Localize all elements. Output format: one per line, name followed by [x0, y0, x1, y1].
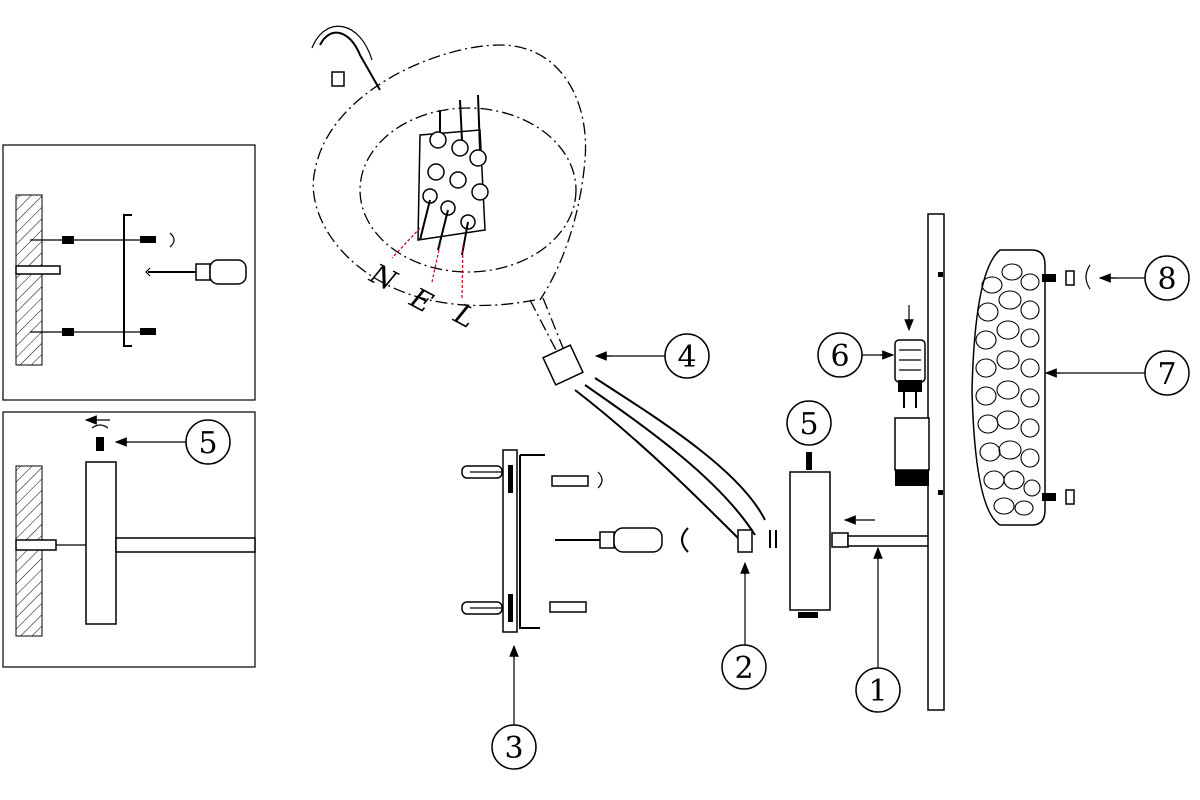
- svg-text:2: 2: [734, 651, 753, 686]
- wall-hatch: [15, 465, 43, 637]
- bracket-parts: [461, 449, 689, 730]
- svg-text:6: 6: [830, 339, 849, 374]
- wall-plug-icon: [461, 465, 503, 479]
- svg-text:7: 7: [1157, 357, 1176, 392]
- screwdriver-icon: [145, 259, 247, 285]
- screw-icon: [140, 328, 156, 335]
- cable-assembly: [542, 344, 777, 650]
- svg-text:4: 4: [677, 340, 696, 375]
- mounting-bracket-side: [123, 214, 132, 347]
- detail-outline-outer: [312, 44, 587, 307]
- callout-5-canopy: 5: [786, 400, 832, 446]
- mounting-bracket: [519, 454, 545, 629]
- canopy-cover: [789, 452, 831, 618]
- wire-label-n: N: [364, 257, 403, 299]
- callout-2: 2: [721, 644, 767, 690]
- callout-6: 6: [817, 332, 863, 378]
- callout-8: 8: [1144, 255, 1190, 301]
- lamp-shade: [971, 249, 1145, 526]
- wall-hatch: [15, 194, 43, 366]
- step-panel-top: [2, 144, 256, 401]
- svg-text:3: 3: [504, 731, 523, 766]
- callout-3: 3: [491, 724, 537, 770]
- callout-5-panel: 5: [185, 419, 231, 465]
- shade-screws: [1042, 264, 1145, 505]
- screwdriver-icon: [555, 527, 689, 553]
- svg-text:1: 1: [868, 674, 887, 709]
- back-plate: [927, 213, 945, 711]
- svg-text:5: 5: [198, 426, 217, 461]
- bulb-socket: [894, 417, 930, 471]
- callout-7: 7: [1144, 350, 1190, 396]
- base-plate-side: [85, 461, 117, 625]
- svg-text:8: 8: [1157, 262, 1176, 297]
- connector-block: [542, 344, 584, 386]
- screw-icon: [140, 232, 175, 248]
- bulb-g9: [862, 305, 930, 486]
- wall-plug-icon: [461, 601, 503, 615]
- callout-1: 1: [855, 667, 901, 713]
- wire-label-l: L: [448, 297, 481, 335]
- lamp-arm-part: [831, 515, 931, 670]
- step-panel-bottom: [2, 411, 256, 668]
- wire-label-e: E: [404, 281, 438, 320]
- svg-text:5: 5: [799, 407, 818, 442]
- wall-stud: [15, 265, 61, 275]
- detail-outline-inner: [359, 107, 577, 273]
- screw-icon: [549, 601, 587, 613]
- wiring-detail: N E L: [311, 25, 587, 351]
- screw-icon: [551, 471, 603, 489]
- lamp-arm: [115, 537, 256, 553]
- terminal-block: [417, 94, 489, 241]
- callout-4: 4: [664, 333, 710, 379]
